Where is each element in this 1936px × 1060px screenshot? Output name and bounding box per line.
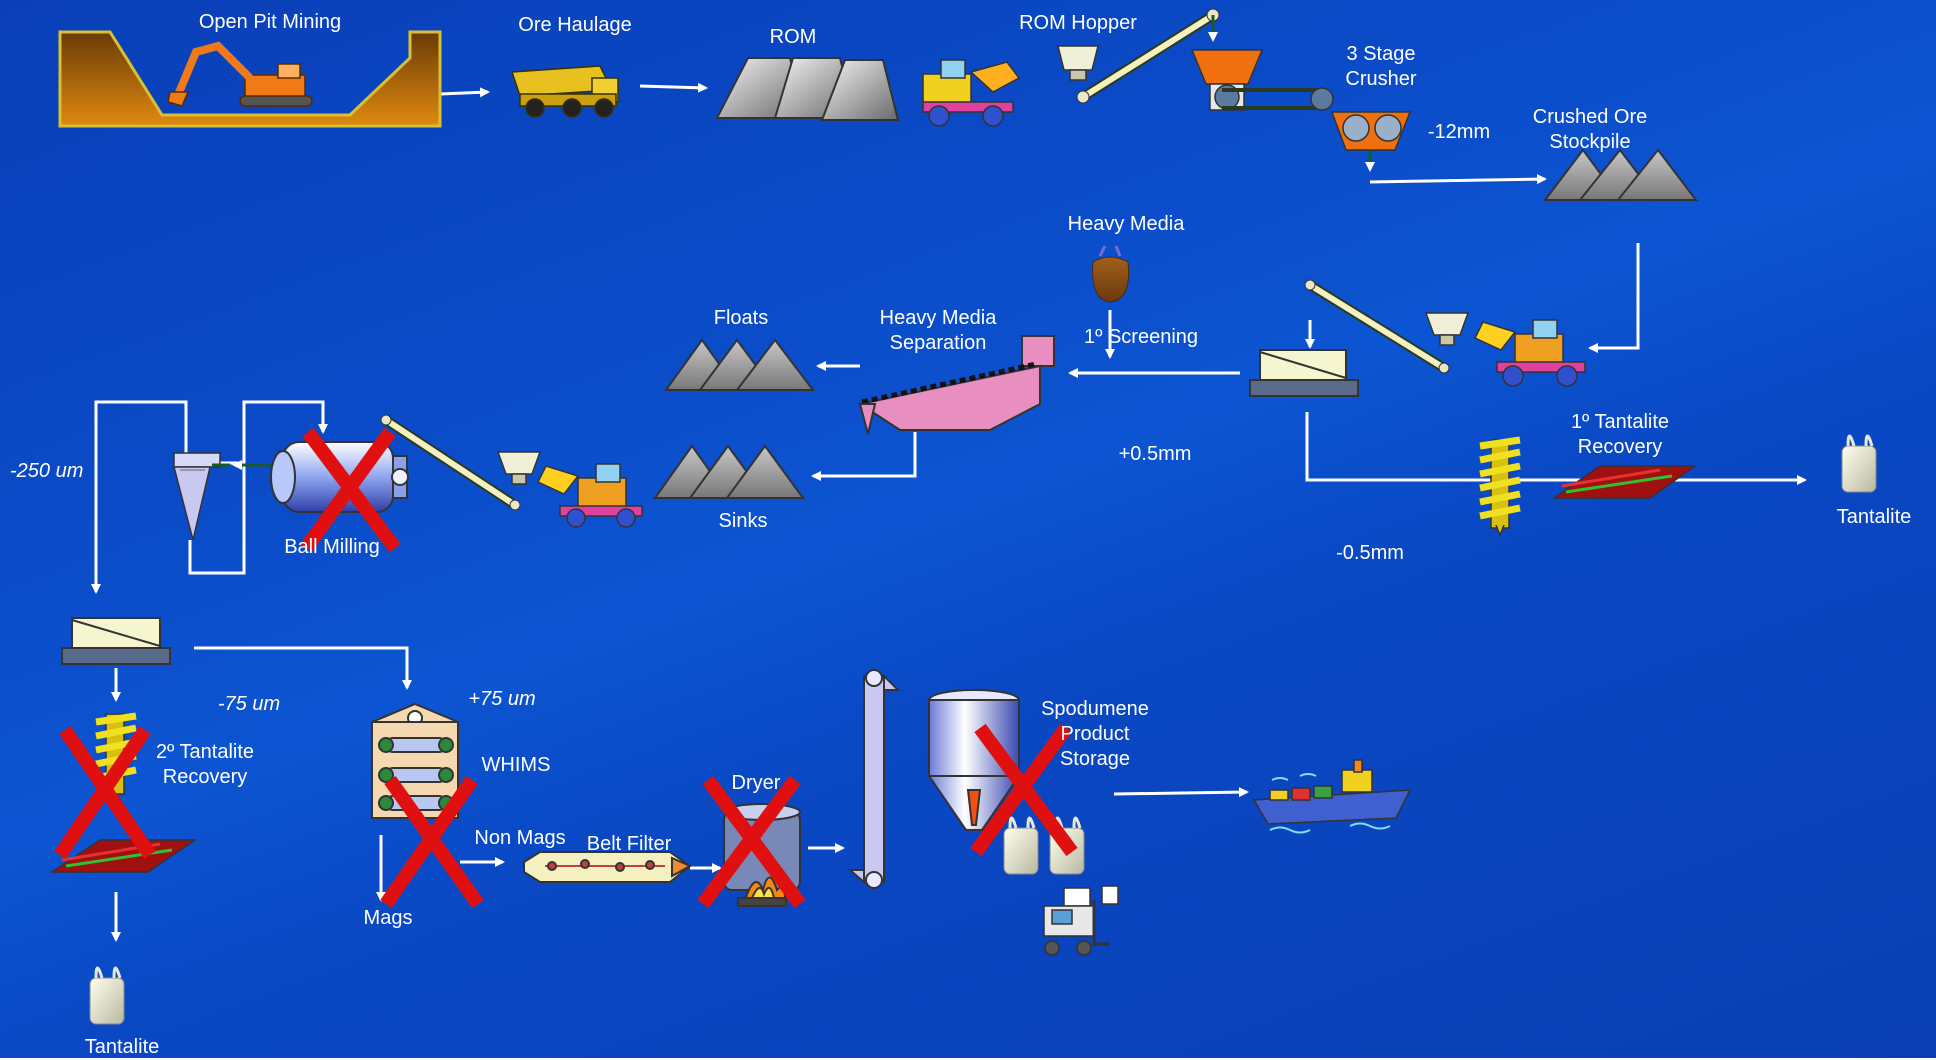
label-rom: ROM xyxy=(769,26,817,48)
hopper-icon xyxy=(1057,45,1099,81)
screen-deck-icon xyxy=(1249,349,1359,397)
cross-out-icon xyxy=(54,726,156,859)
label-primary-tantalite-recovery: 1º Tantalite Recovery xyxy=(1570,411,1670,458)
heavy-media-separation-icon xyxy=(857,335,1055,435)
hopper-icon xyxy=(1424,312,1470,346)
screen-deck-icon xyxy=(61,617,171,665)
label-spodumene-product-storage: Spodumene Product Storage xyxy=(1041,698,1149,770)
label-minus-0-5mm: -0.5mm xyxy=(1336,542,1404,564)
label-tantalite-bottom: Tantalite xyxy=(84,1036,160,1058)
flow-cyclone-loop-b xyxy=(188,400,328,575)
flow-storage-to-ship xyxy=(1113,787,1249,798)
label-minus-75um: -75 um xyxy=(217,693,281,715)
label-plus-75um: +75 um xyxy=(468,688,536,710)
bag-icon xyxy=(89,966,125,1025)
rom-conveyor xyxy=(1076,8,1220,104)
label-ore-haulage: Ore Haulage xyxy=(518,14,632,36)
flow-pit-to-haulage xyxy=(439,87,490,98)
flow-crusher-to-stockpile xyxy=(1369,174,1547,185)
flow-fines-to-tantalite xyxy=(1305,412,1807,485)
belt-filter-icon xyxy=(523,851,693,883)
label-primary-screening: 1º Screening xyxy=(1083,326,1199,348)
label-heavy-media-separation: Heavy Media Separation xyxy=(879,307,997,354)
crusher-icon xyxy=(1330,111,1412,172)
label-three-stage-crusher: 3 Stage Crusher xyxy=(1345,43,1417,90)
flow-screen2-to-whims xyxy=(194,646,412,690)
spiral-icon xyxy=(1479,436,1521,538)
front-end-loader-icon xyxy=(536,463,643,528)
label-belt-filter: Belt Filter xyxy=(586,833,672,855)
ship-icon xyxy=(1252,759,1412,834)
feed-conveyor xyxy=(1304,279,1450,374)
cyclone-icon xyxy=(173,452,278,541)
label-minus-250um: -250 um xyxy=(10,460,84,482)
label-non-mags: Non Mags xyxy=(474,827,566,849)
bag-icon xyxy=(1841,434,1877,493)
crushed-ore-stockpile-icon xyxy=(1542,148,1699,201)
front-end-loader-icon xyxy=(1473,319,1586,387)
cross-out-icon xyxy=(380,775,484,909)
shaking-table-icon xyxy=(49,839,198,873)
label-rom-hopper: ROM Hopper xyxy=(1019,12,1137,34)
floats-stockpile-icon xyxy=(664,338,816,391)
flow-hms-to-sinks xyxy=(811,432,917,481)
rom-stockpile-icon xyxy=(715,57,900,121)
label-dryer: Dryer xyxy=(731,772,781,794)
sinks-stockpile-icon xyxy=(653,444,805,499)
label-floats: Floats xyxy=(713,307,769,329)
flow-stockpile-to-loader xyxy=(1588,243,1640,353)
label-crushed-ore-stockpile: Crushed Ore Stockpile xyxy=(1532,106,1648,153)
open-pit-icon xyxy=(58,30,442,128)
flow-cyclone-loop-a xyxy=(91,400,188,594)
flow-haulage-to-rom xyxy=(639,82,708,93)
cross-out-icon xyxy=(697,775,806,909)
hopper-icon xyxy=(496,451,542,485)
label-ball-milling: Ball Milling xyxy=(284,536,380,558)
excavator-icon xyxy=(167,41,313,107)
label-open-pit-mining: Open Pit Mining xyxy=(198,11,342,33)
label-secondary-tantalite-recovery: 2º Tantalite Recovery xyxy=(155,741,255,788)
front-end-loader-icon xyxy=(922,59,1021,127)
label-heavy-media: Heavy Media xyxy=(1067,213,1185,235)
cross-out-icon xyxy=(970,723,1078,857)
label-tantalite-right: Tantalite xyxy=(1836,506,1912,528)
shaking-table-icon xyxy=(1551,465,1698,499)
label-minus-12mm: -12mm xyxy=(1427,121,1491,143)
label-mags: Mags xyxy=(363,907,413,929)
haul-truck-icon xyxy=(510,65,619,118)
mill-feed-conveyor xyxy=(380,414,521,511)
heavy-media-bag-icon xyxy=(1092,245,1130,303)
bucket-elevator-icon xyxy=(847,669,901,889)
label-whims: WHIMS xyxy=(481,754,551,776)
label-plus-0-5mm: +0.5mm xyxy=(1118,443,1192,465)
label-sinks: Sinks xyxy=(718,510,768,532)
cross-out-icon xyxy=(300,427,401,553)
whims-icon xyxy=(371,702,459,819)
crusher-icon xyxy=(1190,49,1334,111)
forklift-icon xyxy=(1043,885,1119,956)
